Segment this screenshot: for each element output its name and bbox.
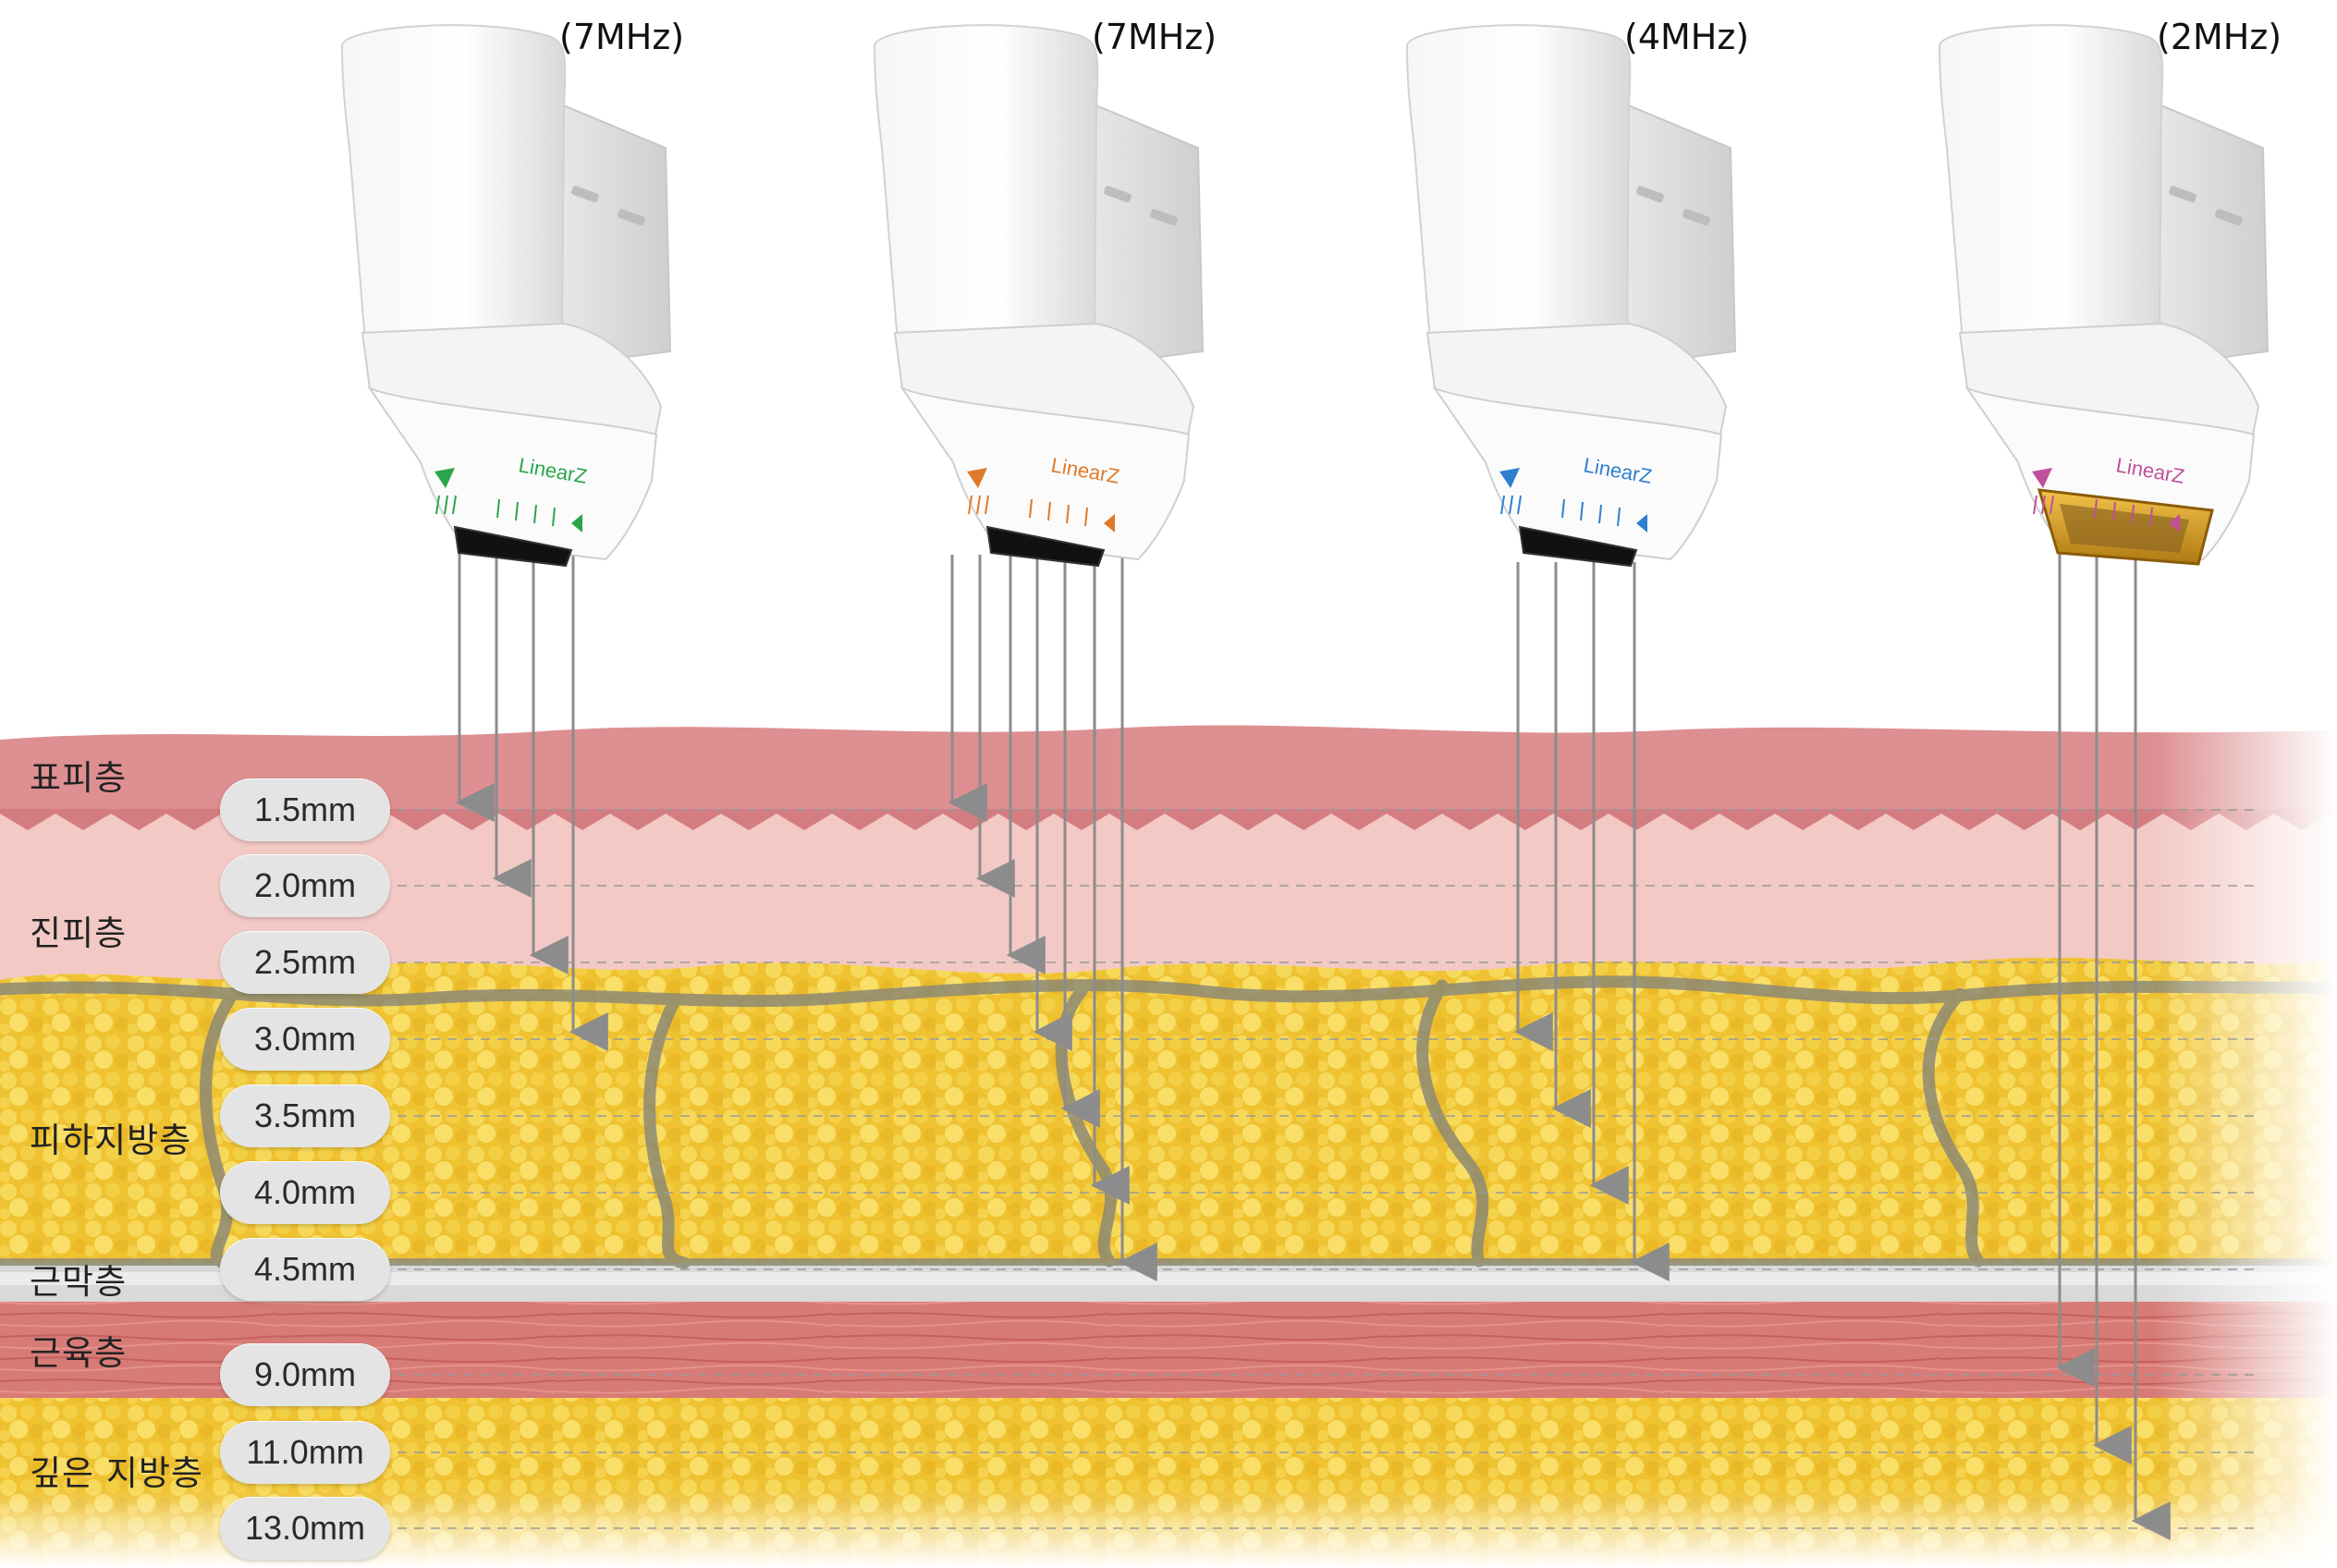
accent-tick — [2041, 495, 2046, 515]
transducer-head — [367, 386, 658, 561]
depth-marker: 11.0mm — [220, 1421, 390, 1484]
accent-tick — [968, 495, 973, 515]
depth-marker: 2.0mm — [220, 854, 390, 917]
layer-label: 표피층 — [30, 758, 128, 798]
accent-tick — [2033, 495, 2037, 515]
frequency-label: (2MHz) — [2157, 17, 2282, 57]
transducer-face — [453, 525, 573, 568]
scale-tick — [1580, 501, 1584, 521]
accent-tick — [976, 495, 981, 515]
depth-marker: 4.0mm — [220, 1161, 390, 1224]
layer-label: 진피층 — [30, 913, 128, 953]
scale-tick — [1561, 498, 1565, 519]
scale-tick — [2149, 507, 2153, 527]
accent-triangle-icon — [1499, 468, 1520, 488]
side-slot — [2215, 209, 2243, 226]
transducers: LinearZ LinearZ LinearZ LinearZ — [340, 24, 2270, 568]
muscle-band — [0, 1302, 2337, 1400]
scale-tick — [496, 498, 500, 519]
depth-marker: 9.0mm — [220, 1343, 390, 1406]
accent-tick — [1517, 495, 1522, 515]
transducer-body — [873, 24, 1099, 344]
scale-tick — [1066, 504, 1070, 524]
layer-label: 피하지방층 — [30, 1121, 192, 1160]
transducer-face — [985, 525, 1106, 568]
accent-tick — [1500, 495, 1505, 515]
depth-marker: 1.5mm — [220, 778, 390, 841]
depth-marker: 13.0mm — [220, 1497, 390, 1560]
scale-tick — [2112, 501, 2116, 521]
scale-tick — [552, 507, 556, 527]
right-fade — [2154, 703, 2337, 1568]
scale-tick — [1598, 504, 1602, 524]
accent-arrow-icon — [1104, 514, 1115, 533]
transducer: LinearZ — [873, 24, 1205, 568]
scale-tick — [2094, 498, 2098, 519]
frequency-label: (7MHz) — [1092, 17, 1217, 57]
scale-tick — [1047, 501, 1051, 521]
accent-triangle-icon — [967, 468, 987, 488]
scale-tick — [2131, 504, 2135, 524]
transducer-face-inner — [2060, 504, 2189, 553]
accent-tick — [2049, 495, 2054, 515]
accent-tick — [435, 495, 440, 515]
accent-tick — [985, 495, 989, 515]
accent-triangle-icon — [2032, 468, 2052, 488]
layer-label: 깊은 지방층 — [30, 1453, 203, 1493]
accent-arrow-icon — [571, 514, 582, 533]
depth-marker: 4.5mm — [220, 1238, 390, 1301]
side-slot — [1150, 209, 1178, 226]
scale-tick — [515, 501, 519, 521]
depth-marker: 2.5mm — [220, 931, 390, 994]
side-slot — [1636, 186, 1664, 202]
transducer-face — [1518, 525, 1638, 568]
layer-label: 근육층 — [30, 1333, 128, 1373]
transducer-body — [340, 24, 567, 344]
accent-arrow-icon — [2169, 514, 2180, 533]
accent-tick — [452, 495, 457, 515]
side-slot — [618, 209, 645, 226]
depth-guide-lines — [398, 809, 2256, 1529]
transducer: LinearZ — [340, 24, 672, 568]
side-slot — [2169, 186, 2196, 202]
scale-tick — [1029, 498, 1033, 519]
transducer-body — [1938, 24, 2164, 344]
frequency-label: (4MHz) — [1624, 17, 1750, 57]
epidermis-band — [0, 725, 2337, 837]
accent-tick — [1509, 495, 1513, 515]
focal-beams — [455, 544, 2171, 1540]
depth-marker: 3.0mm — [220, 1008, 390, 1071]
side-slot — [571, 186, 599, 202]
frequency-label: (7MHz) — [559, 17, 685, 57]
fascia-highlight — [0, 1272, 2337, 1285]
accent-tick — [444, 495, 448, 515]
layer-label: 근막층 — [30, 1262, 128, 1302]
transducer-head — [1432, 386, 1723, 561]
depth-marker: 3.5mm — [220, 1084, 390, 1147]
epidermis-ridge — [0, 809, 2337, 830]
transducer-head — [899, 386, 1191, 561]
transducer: LinearZ — [1405, 24, 1737, 568]
side-slot — [1682, 209, 1710, 226]
side-slot — [1104, 186, 1132, 202]
scale-tick — [533, 504, 537, 524]
transducer-body — [1405, 24, 1632, 344]
scale-tick — [1617, 507, 1621, 527]
scale-tick — [1084, 507, 1088, 527]
transducer: LinearZ — [1938, 24, 2270, 566]
accent-triangle-icon — [434, 468, 455, 488]
accent-arrow-icon — [1636, 514, 1647, 533]
